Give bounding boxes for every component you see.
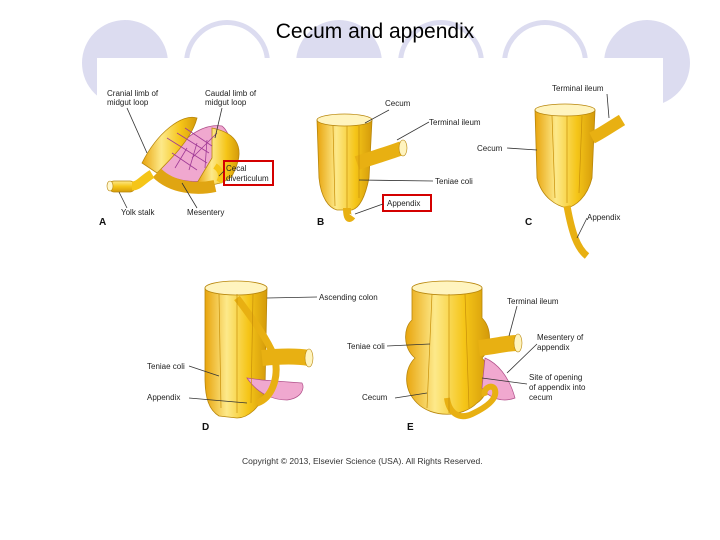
figure-panel: Cranial limb of midgut loop Caudal limb … [97,58,663,478]
appendix-highlight-box [382,194,432,212]
label-caudal-limb-2: midgut loop [205,98,247,107]
panel-label-e: E [407,422,414,433]
label-terminal-ileum-b: Terminal ileum [429,118,481,127]
label-site-of-opening-1: Site of opening [529,373,582,382]
label-cranial-limb-1: Cranial limb of [107,89,159,98]
label-cecum-e: Cecum [362,393,388,402]
panel-c-drawing [534,103,626,259]
label-mesentery-a: Mesentery [187,208,224,217]
panel-label-c: C [525,217,532,228]
label-cecal-diverticulum-1: Cecal [226,164,247,173]
panel-d-drawing [204,280,314,419]
panel-label-a: A [99,217,106,228]
label-caudal-limb-1: Caudal limb of [205,89,257,98]
cecal-diverticulum-highlight-box [223,160,274,186]
label-cecal-diverticulum-2: diverticulum [226,174,269,183]
panel-label-b: B [317,217,324,228]
panel-b-drawing [316,113,408,222]
label-appendix-b: Appendix [387,199,420,208]
label-appendix-d: Appendix [147,393,180,402]
slide-title: Cecum and appendix [275,20,475,43]
label-cecum-c: Cecum [477,144,503,153]
label-ascending-colon: Ascending colon [319,293,378,302]
panel-label-d: D [202,422,209,433]
label-mesentery-of-appendix-1: Mesentery of [537,333,584,342]
label-appendix-c: Appendix [587,213,620,222]
label-cecum-b: Cecum [385,99,411,108]
label-cranial-limb-2: midgut loop [107,98,149,107]
label-teniae-coli-e: Teniae coli [347,342,385,351]
label-teniae-coli-d: Teniae coli [147,362,185,371]
label-site-of-opening-2: of appendix into [529,383,586,392]
label-site-of-opening-3: cecum [529,393,553,402]
panel-e-drawing [405,280,523,420]
label-terminal-ileum-e: Terminal ileum [507,297,559,306]
label-terminal-ileum-c: Terminal ileum [552,84,604,93]
copyright-caption: Copyright © 2013, Elsevier Science (USA)… [242,456,483,466]
embryology-figure: Cranial limb of midgut loop Caudal limb … [99,84,626,466]
label-teniae-coli-b: Teniae coli [435,177,473,186]
label-mesentery-of-appendix-2: appendix [537,343,569,352]
panel-a-drawing [106,116,240,194]
label-yolk-stalk: Yolk stalk [121,208,156,217]
